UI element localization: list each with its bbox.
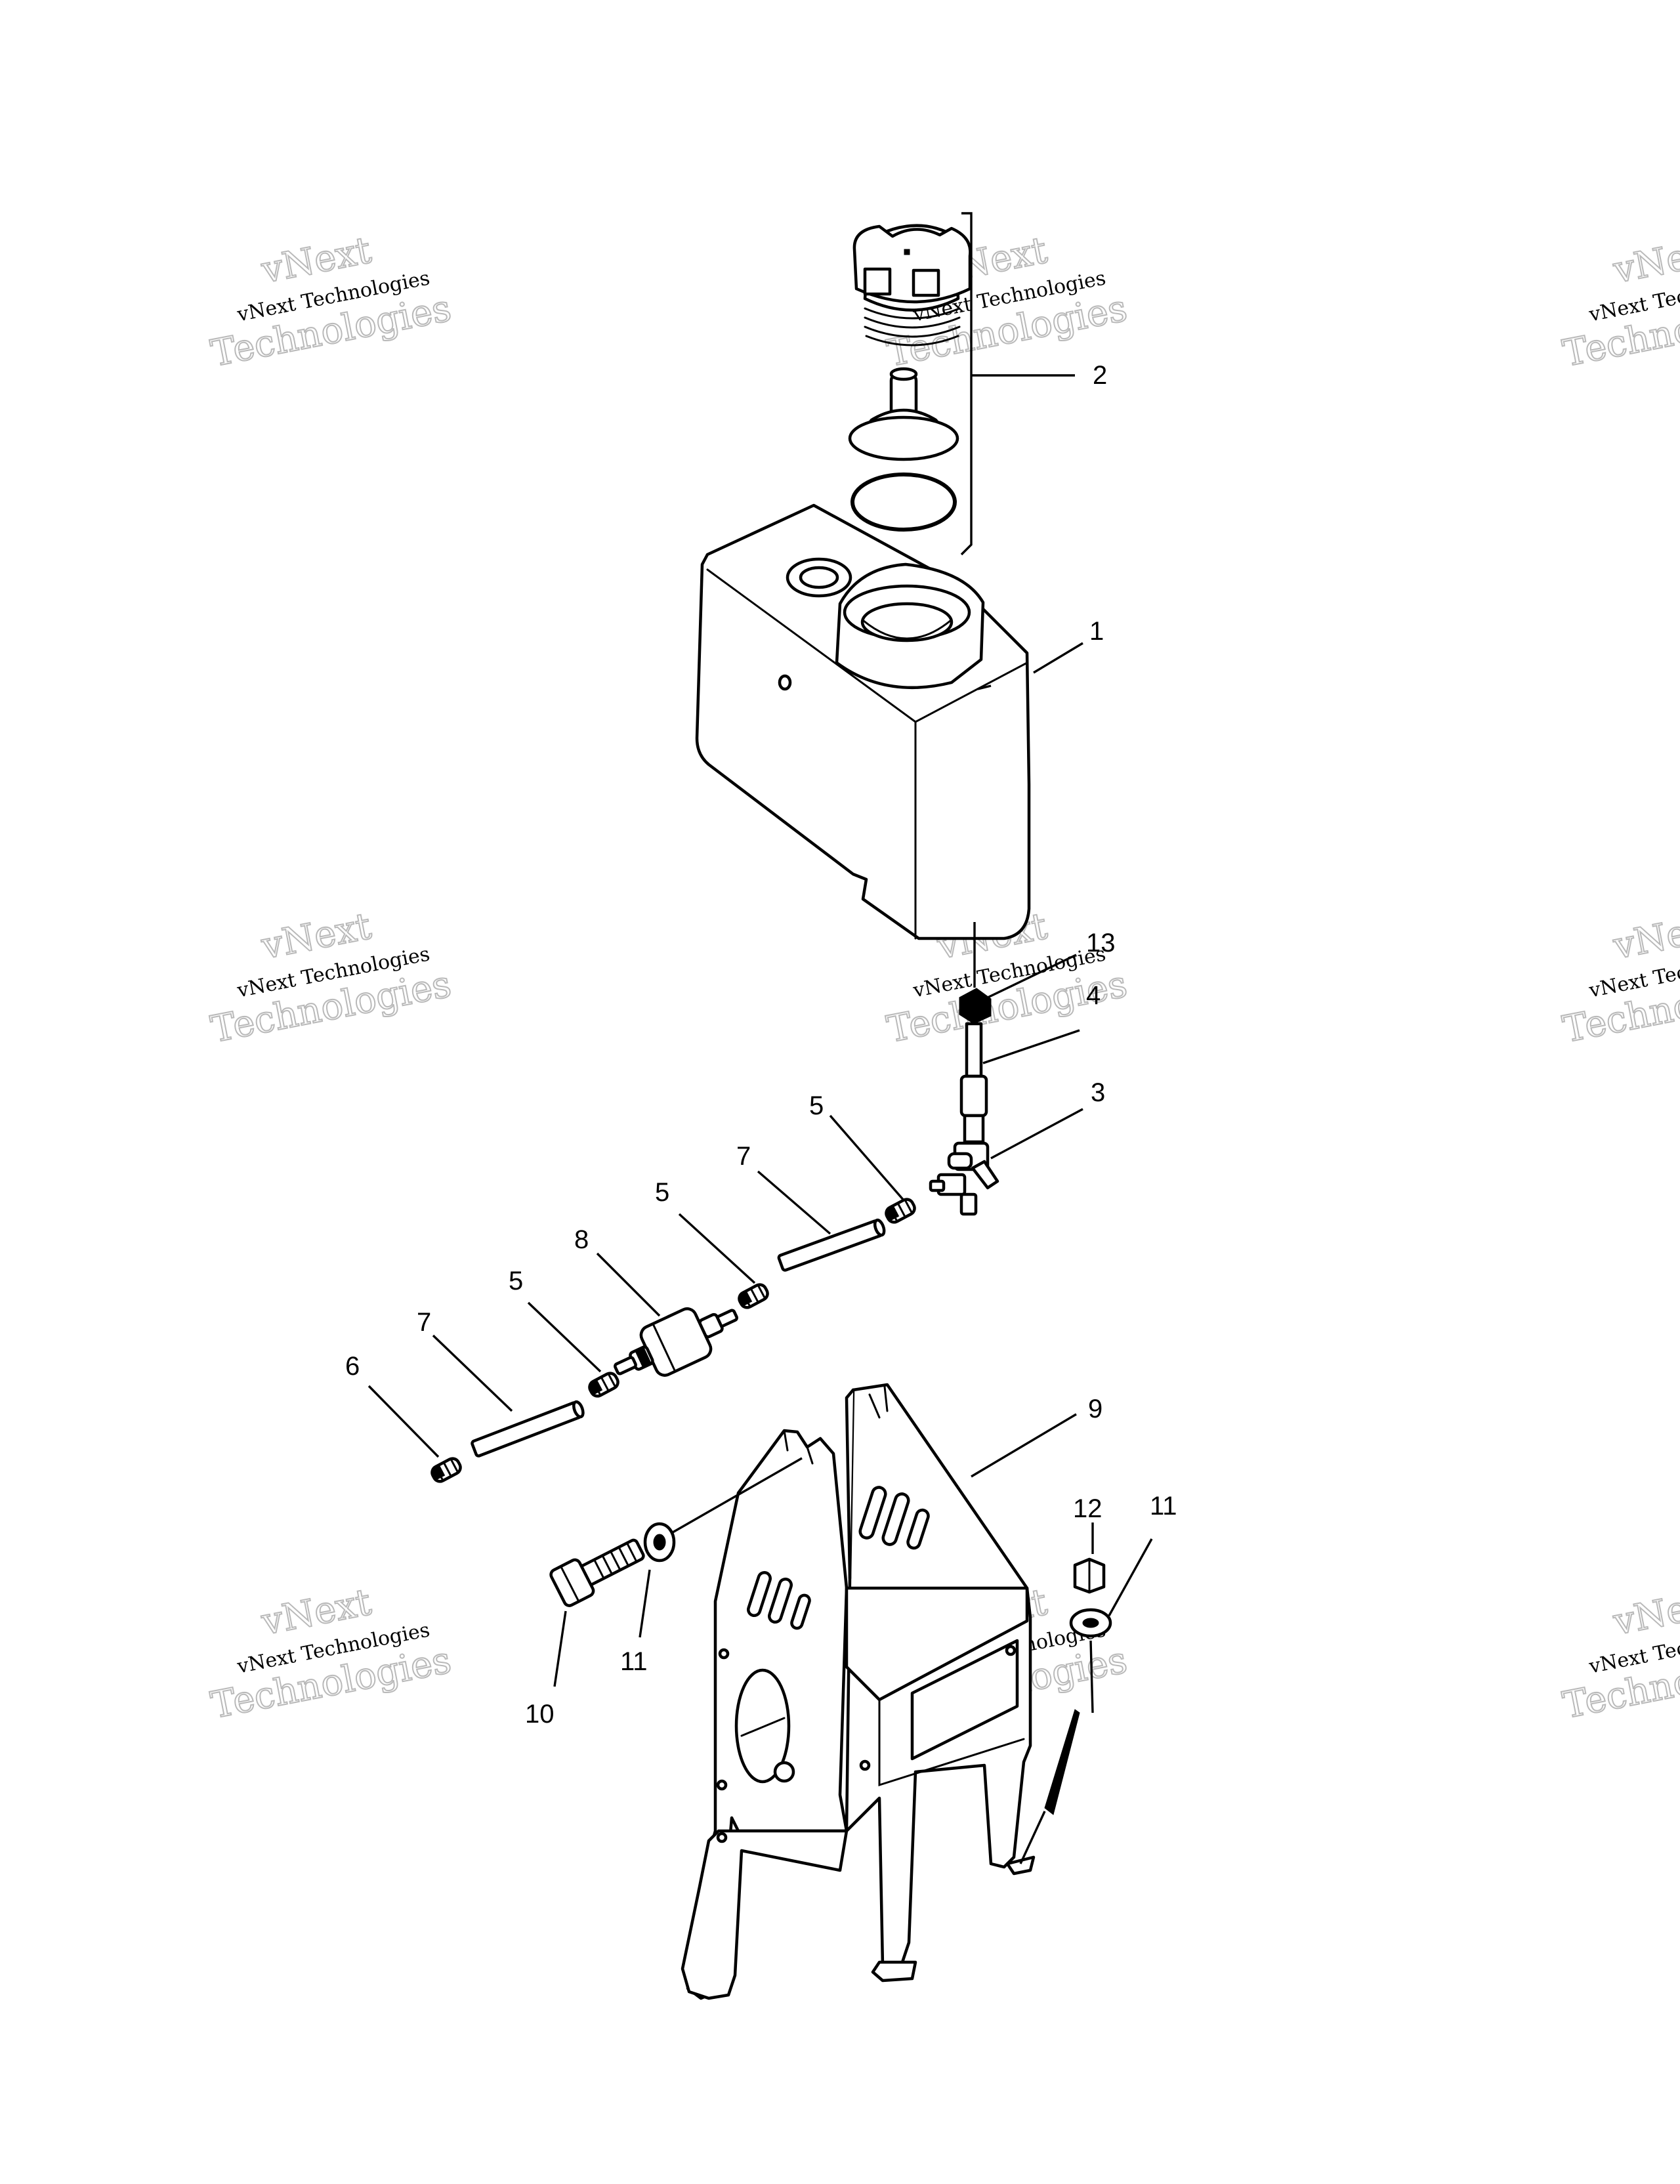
- fitting-nut: [959, 988, 992, 1024]
- leader-line: [1089, 1640, 1094, 1713]
- watermark-bottom-left: vNext vNext Technologies Technologies: [207, 1580, 455, 1728]
- washer: [643, 1522, 676, 1563]
- callout-label: 7: [736, 1142, 751, 1171]
- o-ring: [850, 472, 957, 532]
- callout-label: 11: [1150, 1492, 1177, 1521]
- hose-clip: [430, 1457, 462, 1483]
- bolt: [549, 1538, 645, 1607]
- fuel-filter: [614, 1307, 738, 1377]
- watermark-text: vNext: [1610, 1581, 1680, 1644]
- callout-label: 9: [1088, 1395, 1102, 1423]
- callout-label: 5: [509, 1267, 523, 1295]
- hose-clip: [885, 1198, 916, 1224]
- watermark-bottom-right: vNext vNext Technologies Technologies: [1559, 1580, 1680, 1728]
- leader-line: [987, 954, 1077, 999]
- leader-line: [678, 1213, 756, 1284]
- leader-line: [368, 1385, 440, 1458]
- leader-line: [596, 1252, 661, 1317]
- fuel-hose: [471, 1400, 585, 1458]
- fuel-line-stub: [959, 1022, 988, 1144]
- leader-line: [829, 1114, 906, 1202]
- callout-label: 7: [417, 1308, 431, 1337]
- watermark-top-right: vNext vNext Technologies Technologies: [1559, 228, 1680, 376]
- fuel-hose: [777, 1218, 886, 1272]
- leader-line: [971, 1413, 1077, 1478]
- leader-line: [1108, 1538, 1153, 1616]
- callout-label: 4: [1086, 981, 1101, 1010]
- watermark-text: vNext: [1610, 229, 1680, 292]
- callout-label: 6: [345, 1352, 360, 1381]
- fuel-tap: [929, 1141, 999, 1216]
- callout-label: 10: [525, 1700, 555, 1729]
- leader-line: [639, 1569, 651, 1638]
- nut: [1073, 1557, 1106, 1594]
- leader-line: [1033, 642, 1083, 674]
- callout-label: 12: [1073, 1494, 1102, 1523]
- watermark-text: vNext: [1610, 905, 1680, 968]
- hose-clip: [588, 1372, 620, 1398]
- fuel-tank: [695, 503, 1031, 940]
- vent-valve: [848, 367, 959, 461]
- callout-label: 13: [1086, 929, 1116, 957]
- callout-label: 5: [809, 1091, 824, 1120]
- mounting-bracket: [681, 1383, 1080, 2000]
- leader-line: [527, 1301, 602, 1373]
- callout-label: 1: [1089, 617, 1104, 646]
- watermark-mid-right: vNext vNext Technologies Technologies: [1559, 904, 1680, 1052]
- callout-label: 5: [655, 1178, 669, 1207]
- leader-line: [982, 1029, 1080, 1064]
- callout-label: 11: [620, 1647, 648, 1676]
- washer: [1069, 1608, 1112, 1638]
- leader-line: [432, 1334, 513, 1412]
- leader-line: [757, 1170, 831, 1235]
- callout-label: 8: [574, 1225, 589, 1254]
- hose-clip: [738, 1283, 769, 1309]
- watermark-mid-left: vNext vNext Technologies Technologies: [207, 904, 455, 1052]
- leader-line: [990, 1108, 1083, 1160]
- callout-label: 2: [1093, 361, 1107, 390]
- watermark-top-left: vNext vNext Technologies Technologies: [207, 228, 455, 376]
- leader-line: [672, 1457, 803, 1534]
- bracket-leader: [960, 212, 973, 556]
- callout-label: 3: [1091, 1078, 1105, 1107]
- leader-line: [553, 1610, 567, 1687]
- filler-cap: [852, 224, 972, 346]
